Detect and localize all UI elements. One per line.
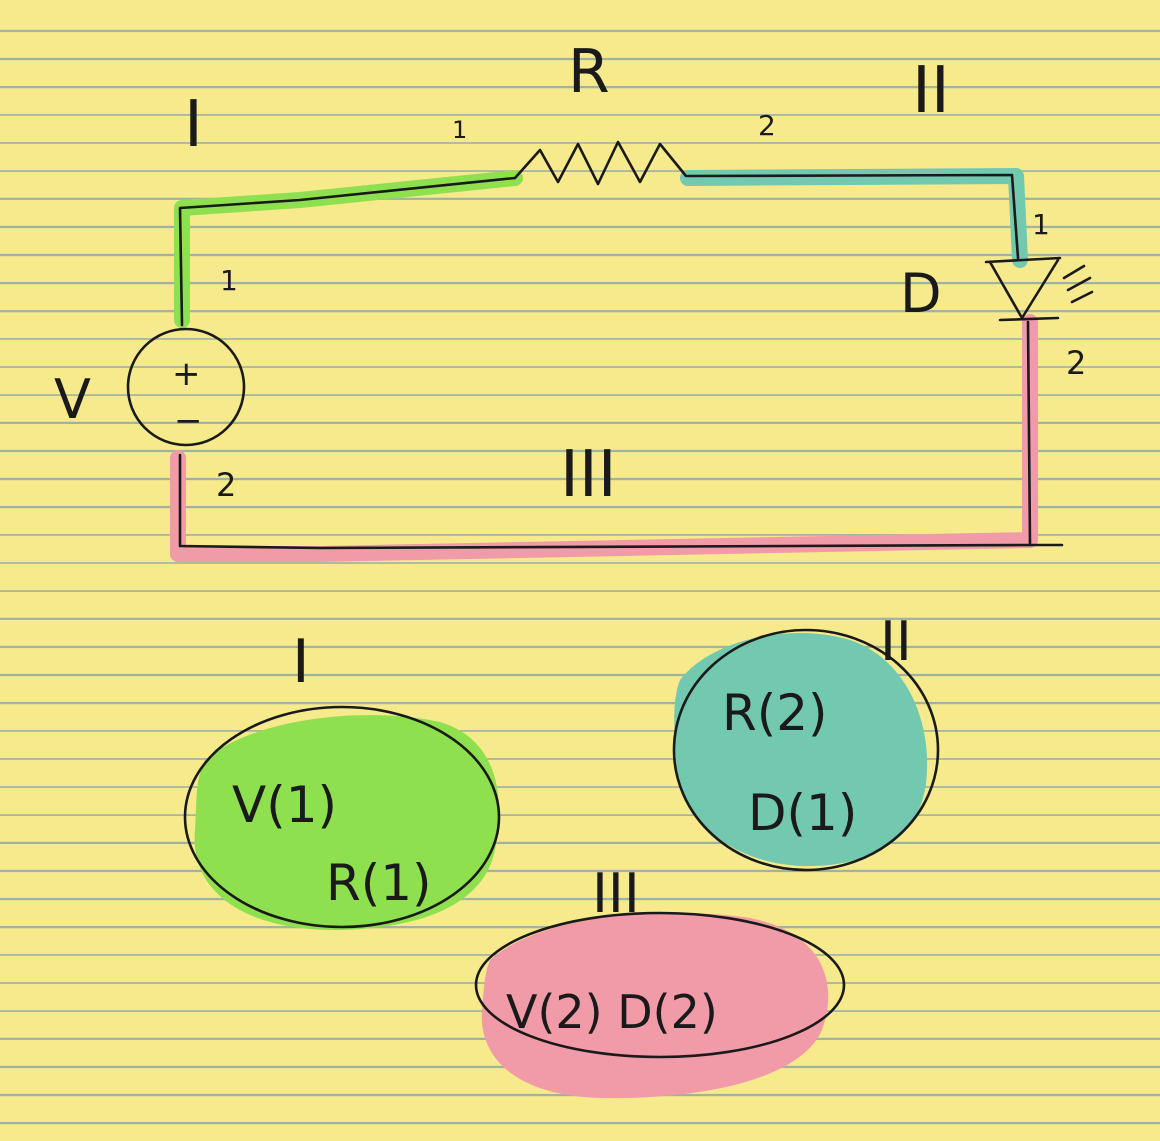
- diode-symbol: [984, 256, 1062, 322]
- net-III-label: III: [560, 438, 617, 512]
- net-I-highlight: [174, 170, 523, 328]
- resistor-pin1-label: 1: [452, 116, 467, 144]
- wire-net-II: [686, 173, 1020, 260]
- group-I-label: I: [292, 627, 310, 697]
- group-II-item-2: D(1): [748, 784, 857, 842]
- resistor-pin2-label: 2: [758, 109, 776, 142]
- group-III-item-1: V(2) D(2): [506, 985, 718, 1039]
- group-I-fill: [194, 715, 500, 930]
- group-III-outline: [474, 911, 846, 1059]
- voltage-source-minus: −: [174, 401, 203, 441]
- diode-light-rays-icon: [1062, 264, 1094, 304]
- group-II-fill: [674, 633, 928, 867]
- voltage-source-label: V: [54, 368, 91, 431]
- voltage-source-plus: +: [172, 354, 201, 394]
- wire-net-I: [178, 176, 517, 327]
- voltage-source-pin1-label: 1: [220, 264, 238, 297]
- wire-net-III-right: [1026, 320, 1032, 547]
- group-II-outline: [672, 628, 940, 872]
- group-I-outline: [183, 705, 501, 929]
- diode-pin1-label: 1: [1032, 208, 1050, 241]
- group-II-item-1: R(2): [722, 684, 828, 742]
- wire-net-III: [178, 453, 1064, 550]
- net-II-label: II: [912, 54, 950, 128]
- resistor-label: R: [568, 37, 610, 107]
- resistor-symbol: [513, 140, 688, 186]
- net-I-label: I: [184, 88, 203, 162]
- diode-label: D: [900, 262, 942, 325]
- diode-pin2-label: 2: [1066, 344, 1086, 382]
- group-III-fill: [481, 912, 829, 1099]
- group-II-label: II: [880, 610, 912, 673]
- net-II-highlight: [680, 168, 1028, 268]
- group-I-item-2: R(1): [326, 854, 432, 912]
- group-III-label: III: [592, 862, 640, 925]
- group-I-item-1: V(1): [232, 776, 337, 834]
- voltage-source-pin2-label: 2: [216, 466, 236, 504]
- voltage-source-symbol: [126, 327, 246, 447]
